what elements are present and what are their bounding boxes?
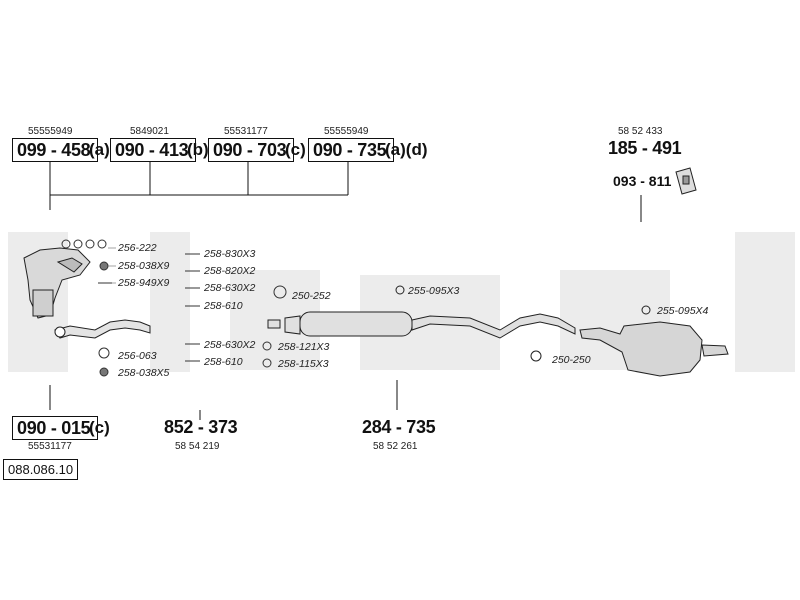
- top-part-code-4[interactable]: 090 - 735: [308, 138, 394, 162]
- label-255-095x4[interactable]: 255-095X4: [657, 305, 709, 317]
- top-part-suffix-2: (b): [187, 140, 209, 159]
- label-258-949x9[interactable]: 258-949X9: [118, 277, 170, 289]
- label-258-121x3[interactable]: 258-121X3: [278, 341, 330, 353]
- label-258-830x3[interactable]: 258-830X3: [204, 248, 256, 260]
- label-256-063[interactable]: 256-063: [118, 350, 157, 362]
- bottom-left-part-code[interactable]: 090 - 015: [12, 416, 98, 440]
- top-part-suffix-4: (a)(d): [385, 140, 428, 159]
- rear-silencer: [579, 305, 729, 377]
- front-pipe: [54, 319, 151, 339]
- label-258-115x3[interactable]: 258-115X3: [278, 358, 329, 370]
- top-part-code-3[interactable]: 090 - 703: [208, 138, 294, 162]
- label-258-038x5[interactable]: 258-038X5: [118, 367, 170, 379]
- center-part-ref: 58 52 261: [373, 441, 418, 452]
- bottom-left-part-ref: 55531177: [28, 441, 72, 452]
- right-part-code[interactable]: 185 - 491: [608, 138, 682, 158]
- label-250-250[interactable]: 250-250: [552, 354, 591, 366]
- right-part-sub-code[interactable]: 093 - 811: [613, 173, 672, 189]
- top-part-ref-1: 55555949: [28, 126, 73, 137]
- label-256-222[interactable]: 256-222: [118, 242, 157, 254]
- bracket-icon: [675, 167, 697, 195]
- watermark: [8, 232, 795, 372]
- label-258-610-a[interactable]: 258-610: [204, 300, 243, 312]
- label-258-038x9[interactable]: 258-038X9: [118, 260, 170, 272]
- top-part-ref-4: 55555949: [324, 126, 369, 137]
- label-250-252[interactable]: 250-252: [292, 290, 331, 302]
- center-part-code[interactable]: 284 - 735: [362, 417, 436, 437]
- top-part-ref-3: 55531177: [224, 126, 268, 137]
- document-number: 088.086.10: [3, 459, 79, 480]
- gaskets: [61, 239, 112, 377]
- bottom-left-part-suffix: (c): [89, 418, 110, 437]
- label-258-630x2-b[interactable]: 258-630X2: [204, 339, 256, 351]
- top-part-suffix-3: (c): [285, 140, 306, 159]
- right-part-ref: 58 52 433: [618, 126, 663, 137]
- middle-silencer: [267, 285, 576, 362]
- bolts: [185, 253, 287, 368]
- top-part-ref-2: 5849021: [130, 126, 169, 137]
- top-part-suffix-1: (a): [89, 140, 110, 159]
- label-258-630x2-a[interactable]: 258-630X2: [204, 282, 256, 294]
- top-part-code-1[interactable]: 099 - 458: [12, 138, 98, 162]
- label-258-610-b[interactable]: 258-610: [204, 356, 243, 368]
- middle-part-ref: 58 54 219: [175, 441, 220, 452]
- manifold-converter: [23, 247, 91, 319]
- middle-part-code[interactable]: 852 - 373: [164, 417, 238, 437]
- label-258-820x2[interactable]: 258-820X2: [204, 265, 256, 277]
- top-part-code-2[interactable]: 090 - 413: [110, 138, 196, 162]
- label-255-095x3[interactable]: 255-095X3: [408, 285, 460, 297]
